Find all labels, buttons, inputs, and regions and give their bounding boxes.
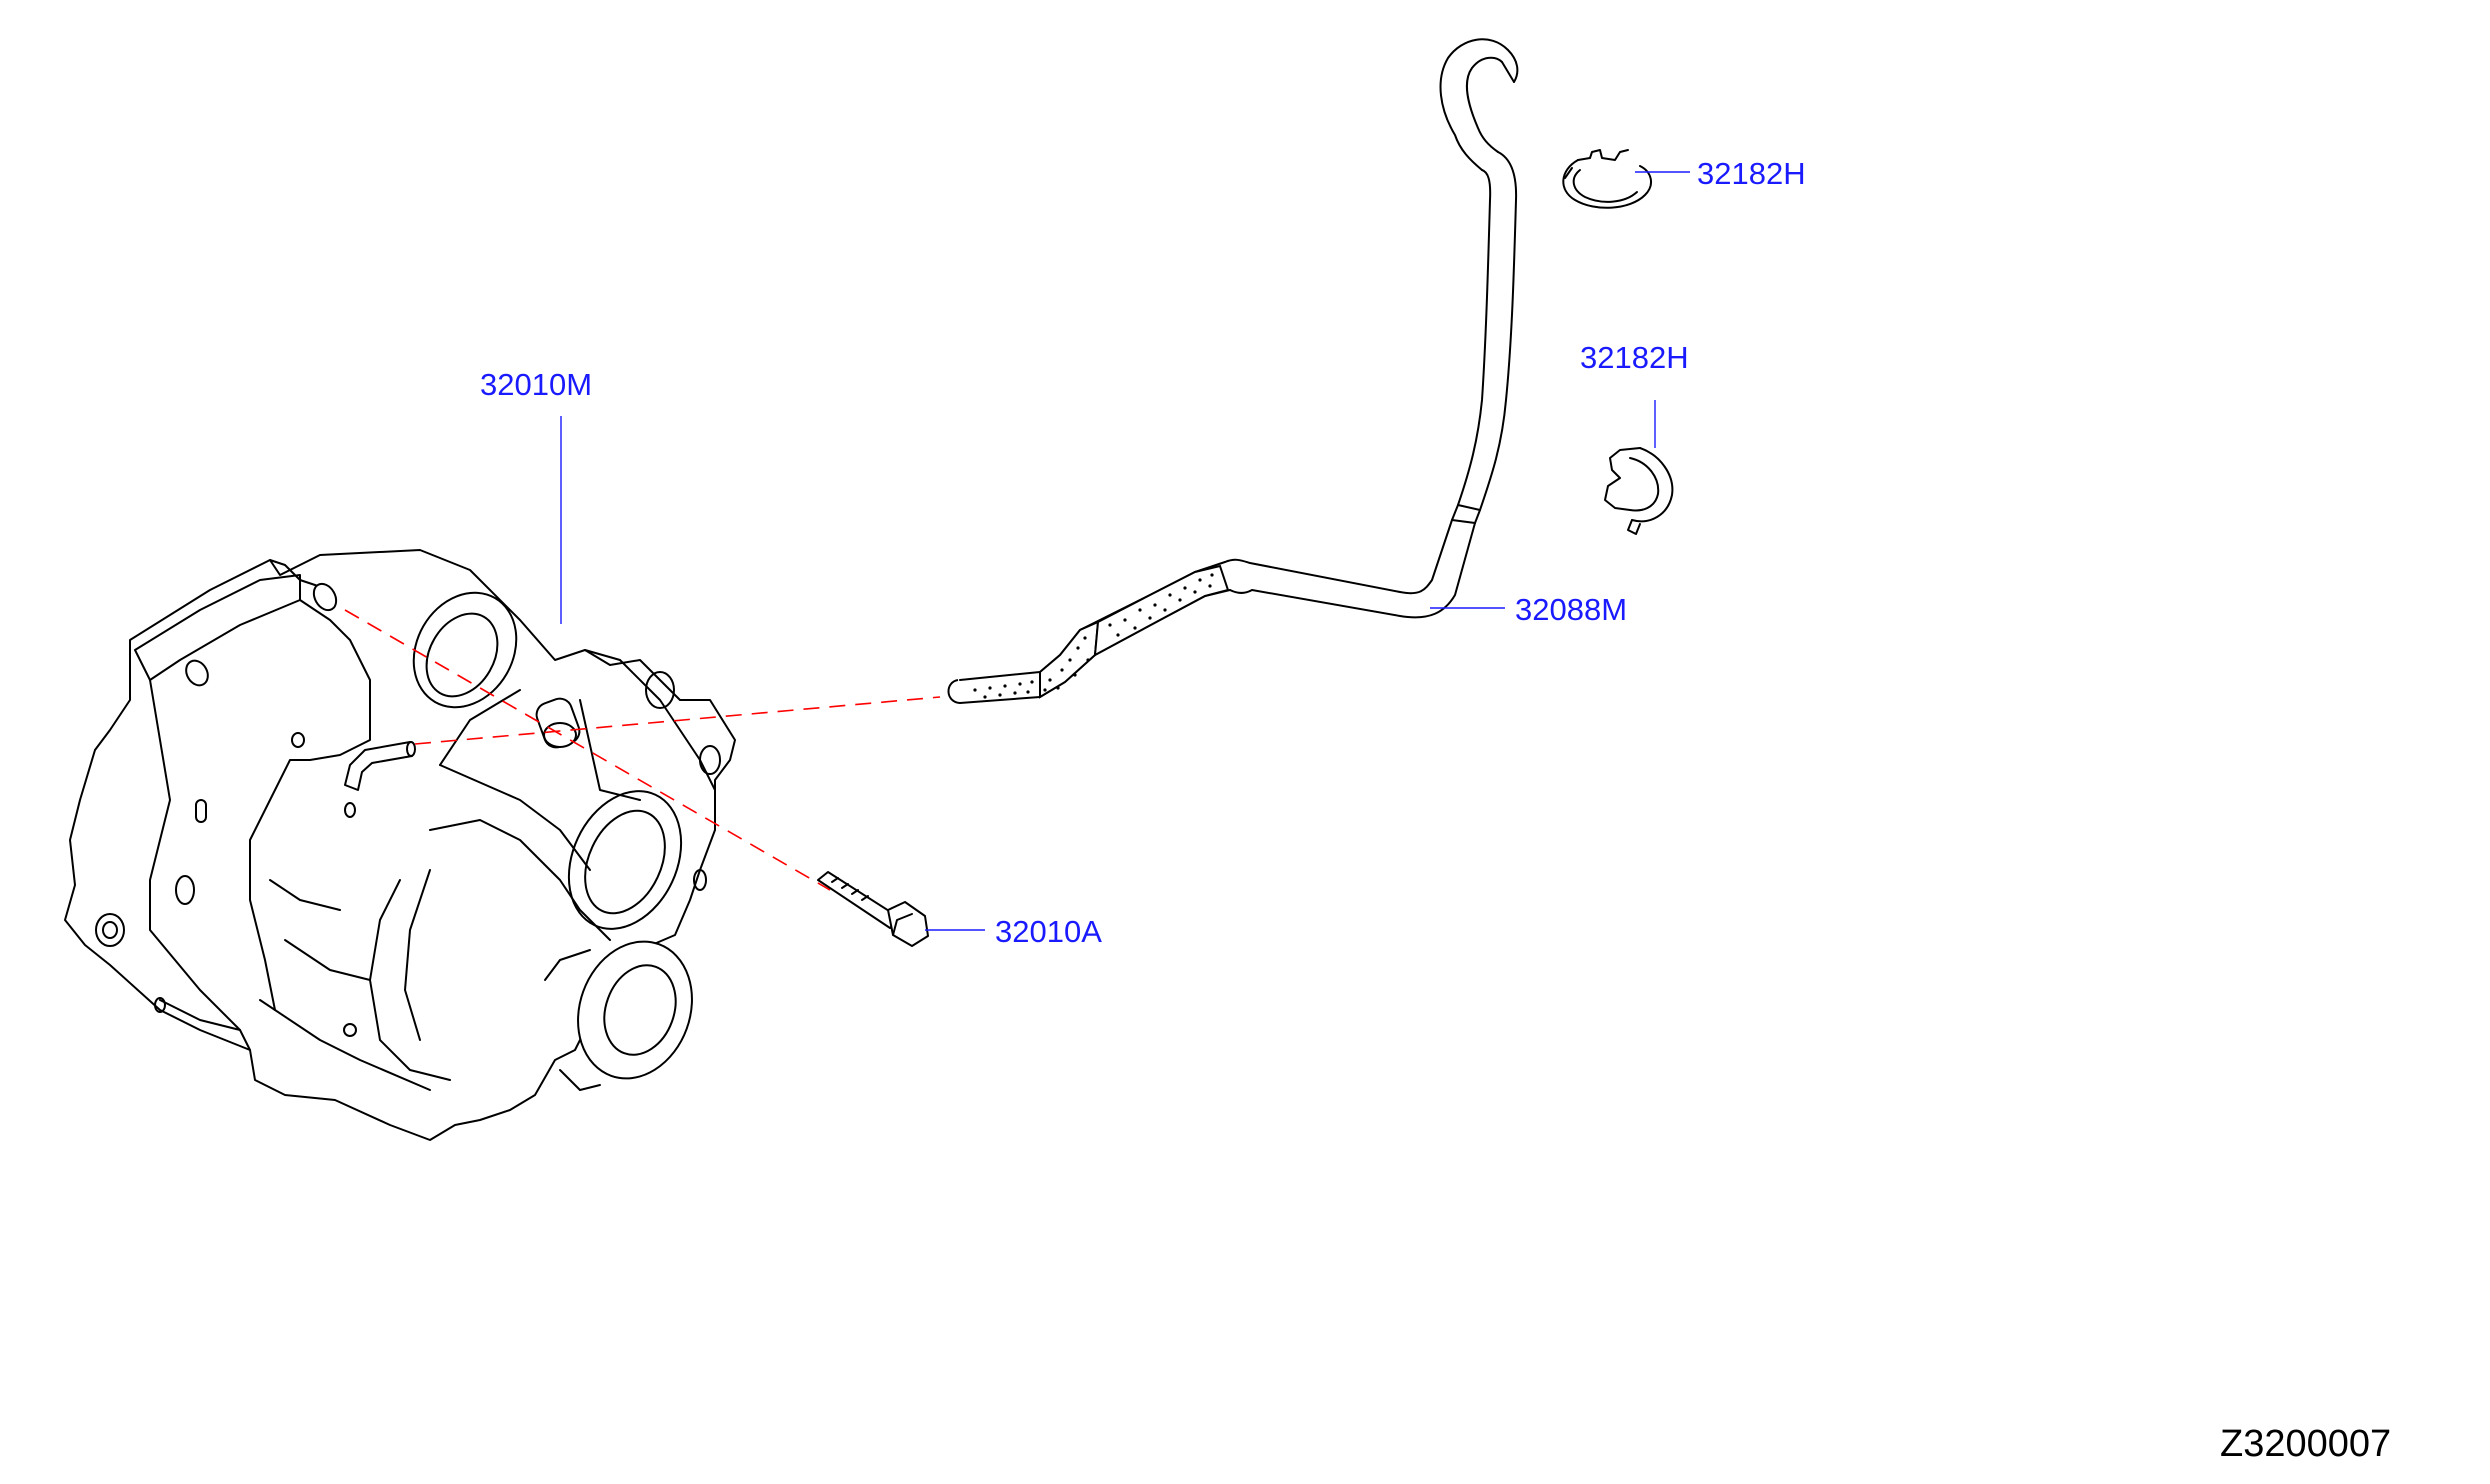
leader-lines [560,171,1690,931]
clip-upper-drawing[interactable] [1562,149,1652,209]
transfer-case-drawing[interactable] [64,549,736,1141]
assembly-guide-lines [344,609,941,891]
breather-hose-drawing[interactable] [947,38,1519,704]
label-clip-lower[interactable]: 32182H [1580,340,1689,375]
label-bolt[interactable]: 32010A [995,914,1102,949]
bolt-drawing[interactable] [817,871,929,947]
label-breather-hose[interactable]: 32088M [1515,592,1627,627]
diagram-code: Z3200007 [2220,1423,2391,1465]
label-clip-upper[interactable]: 32182H [1697,156,1806,191]
label-transfer-assembly[interactable]: 32010M [480,367,592,402]
clip-lower-drawing[interactable] [1604,447,1674,535]
